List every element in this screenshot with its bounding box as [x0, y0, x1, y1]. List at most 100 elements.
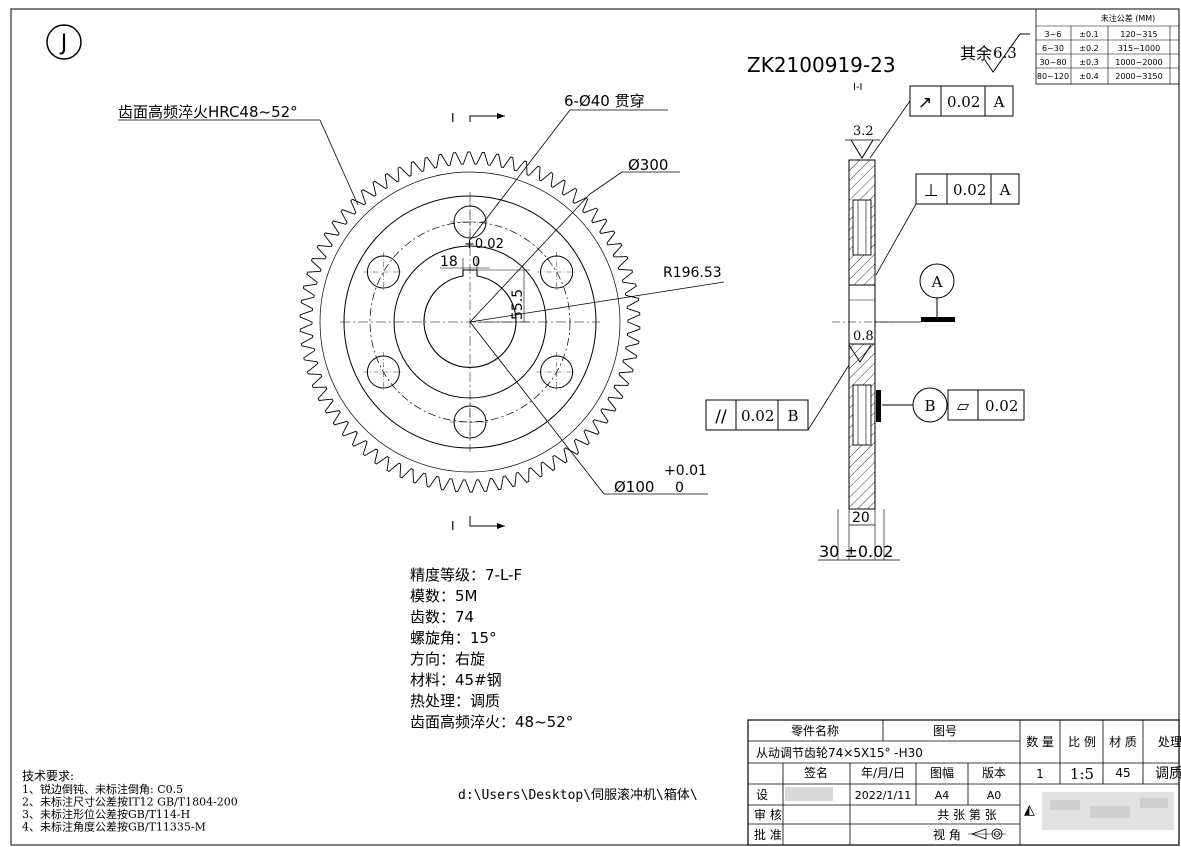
- section-mark: I-I: [853, 82, 863, 93]
- gear-section-view: 3.2 0.8 A B ↗ 0.02 A: [705, 85, 1025, 561]
- tolerance-table-cell: ±0.1: [1079, 30, 1098, 39]
- gear-specifications: 精度等级：7-L-F 模数：5M 齿数：74 螺旋角：15° 方向：右旋材料：45#钢热…: [410, 566, 573, 731]
- roughness-rest-label: 其余: [960, 44, 992, 63]
- tech-requirements-title: 技术要求:: [22, 769, 74, 783]
- design-label: 设: [756, 788, 768, 802]
- spec-line: 齿面高频淬火：48~52°: [410, 713, 573, 731]
- roughness-top: 3.2: [853, 124, 874, 139]
- gdt-perpendicularity-frame: ⊥ 0.02 A: [875, 173, 1020, 276]
- bore-tol-upper: +0.01: [664, 463, 707, 479]
- flatness-symbol: ▱: [957, 396, 970, 415]
- qty-value: 1: [1036, 767, 1044, 781]
- review-label: 审 核: [754, 807, 782, 822]
- parallelism-datum: B: [787, 407, 798, 425]
- datum-b: B: [876, 387, 948, 423]
- gdt-flatness-frame: ▱ 0.02: [947, 389, 1025, 421]
- tech-requirement-item: 3、未标注形位公差按GB/T114-H: [22, 807, 190, 821]
- drawing-no-label: 图号: [933, 724, 957, 738]
- parallelism-symbol: //: [715, 407, 727, 427]
- spec-line: 精度等级：7-L-F: [410, 566, 522, 584]
- tolerance-table-cell: 120~315: [1120, 30, 1157, 39]
- pitch-circle-dim: Ø300: [628, 156, 668, 174]
- title-block: 零件名称 图号 从动调节齿轮74×5X15° -H30 数 量 比 例 材 质 …: [747, 719, 1181, 846]
- company-logo-icon: ◭: [1024, 792, 1174, 830]
- file-path: d:\Users\Desktop\伺服滚冲机\箱体\: [458, 787, 698, 803]
- tolerance-table-cell: 2000~3150: [1115, 72, 1162, 81]
- runout-value: 0.02: [947, 93, 980, 111]
- datum-a-letter: A: [931, 273, 943, 291]
- key-depth-dim: 55.5: [510, 289, 526, 320]
- key-width-tol-upper: +0.02: [464, 237, 504, 252]
- perpendicularity-value: 0.02: [953, 181, 986, 199]
- tech-requirement-item: 4、未标注角度公差按GB/T11335-M: [22, 820, 206, 834]
- runout-symbol: ↗: [918, 93, 932, 113]
- total-width-dim: 30 ±0.02: [819, 542, 893, 561]
- designer-signature-redacted: [785, 787, 833, 801]
- perpendicularity-datum: A: [999, 181, 1011, 199]
- sign-label: 签名: [804, 765, 828, 780]
- tolerance-table-cell: 30~80: [1039, 58, 1066, 67]
- bore-tol-lower: 0: [675, 480, 684, 496]
- material-value: 45: [1115, 766, 1130, 780]
- tolerance-table-cell: 3~6: [1045, 30, 1062, 39]
- scale-label: 比 例: [1068, 735, 1096, 749]
- scale-value: 1:5: [1070, 765, 1094, 783]
- spec-line: 方向：右旋: [410, 650, 485, 668]
- bore-dim: Ø100: [614, 478, 654, 496]
- svg-text:◭: ◭: [1024, 802, 1035, 818]
- detail-marker: J: [46, 24, 82, 60]
- drawing-number: ZK2100919-23: [747, 53, 896, 77]
- tooth-hardening-callout: 齿面高频淬火HRC48~52°: [118, 103, 298, 121]
- holes-callout: 6-Ø40 贯穿: [564, 92, 645, 110]
- key-width-dim: 18: [440, 254, 458, 270]
- tolerance-table-cell: ±0.2: [1079, 44, 1098, 53]
- date-label: 年/月/日: [861, 766, 905, 780]
- spec-line: 齿数：74: [410, 608, 474, 626]
- spec-line: 螺旋角：15°: [410, 629, 497, 647]
- sheet-border: [10, 8, 1180, 846]
- tolerance-table-cell: ±0.4: [1079, 72, 1098, 81]
- spec-line: 模数：5M: [410, 587, 478, 605]
- tech-requirement-item: 1、锐边倒钝、未标注倒角: C0.5: [22, 782, 183, 796]
- root-circle: [319, 171, 621, 473]
- section-cut-top: I: [451, 111, 505, 125]
- treatment-value: 调质: [1155, 766, 1181, 782]
- section-letter-top: I: [451, 111, 455, 125]
- treatment-label: 处理: [1158, 735, 1181, 749]
- qty-label: 数 量: [1026, 734, 1054, 749]
- roughness-rest-value: 6.3: [993, 44, 1017, 62]
- gdt-parallelism-frame: // 0.02 B: [705, 364, 850, 431]
- tolerance-table-cell: 80~120: [1037, 72, 1069, 81]
- hub-width-dim: 20: [852, 510, 870, 526]
- outer-radius-dim: R196.53: [663, 265, 722, 281]
- tolerance-table-cell: 315~1000: [1118, 44, 1160, 53]
- roughness-rest: 其余 6.3: [960, 33, 1030, 73]
- spec-line: 热处理：调质: [410, 692, 500, 710]
- gear-teeth-outline: [299, 151, 641, 493]
- flatness-value: 0.02: [985, 397, 1018, 415]
- sheets-label: 共 张 第 张: [937, 808, 996, 822]
- datum-a: A: [875, 263, 955, 323]
- tolerance-table-title: 未注公差 (MM): [1101, 13, 1156, 23]
- tolerance-table-cell: 1000~2000: [1115, 58, 1162, 67]
- technical-requirements: 技术要求: 1、锐边倒钝、未标注倒角: C0.52、未标注尺寸公差按IT12 G…: [22, 769, 238, 834]
- tolerance-table-cell: 6~30: [1042, 44, 1064, 53]
- section-cut-bottom: I: [451, 516, 505, 533]
- version-value: A0: [987, 789, 1002, 802]
- perpendicularity-symbol: ⊥: [924, 181, 939, 201]
- version-label: 版本: [982, 766, 1006, 780]
- part-name-label: 零件名称: [791, 723, 839, 738]
- gear-front-view: Ø300 6-Ø40 贯穿 R196.53 齿面高频淬火HRC48~52° 18…: [118, 92, 725, 533]
- key-width-tol-lower: 0: [472, 255, 480, 270]
- material-label: 材 质: [1109, 735, 1137, 749]
- parallelism-value: 0.02: [741, 407, 774, 425]
- tolerance-table: 未注公差 (MM) 3~6 ±0.1 120~315 6~30 ±0.2 315~1000…: [1035, 8, 1180, 85]
- section-letter-bottom: I: [451, 519, 455, 533]
- tech-requirement-item: 2、未标注尺寸公差按IT12 GB/T1804-200: [22, 795, 238, 809]
- view-label: 视 角: [933, 827, 961, 842]
- spec-line: 材料：45#钢: [410, 671, 502, 689]
- sheet-size-label: 图幅: [930, 765, 954, 780]
- runout-datum: A: [993, 93, 1005, 111]
- gdt-runout-frame: ↗ 0.02 A: [869, 85, 1014, 159]
